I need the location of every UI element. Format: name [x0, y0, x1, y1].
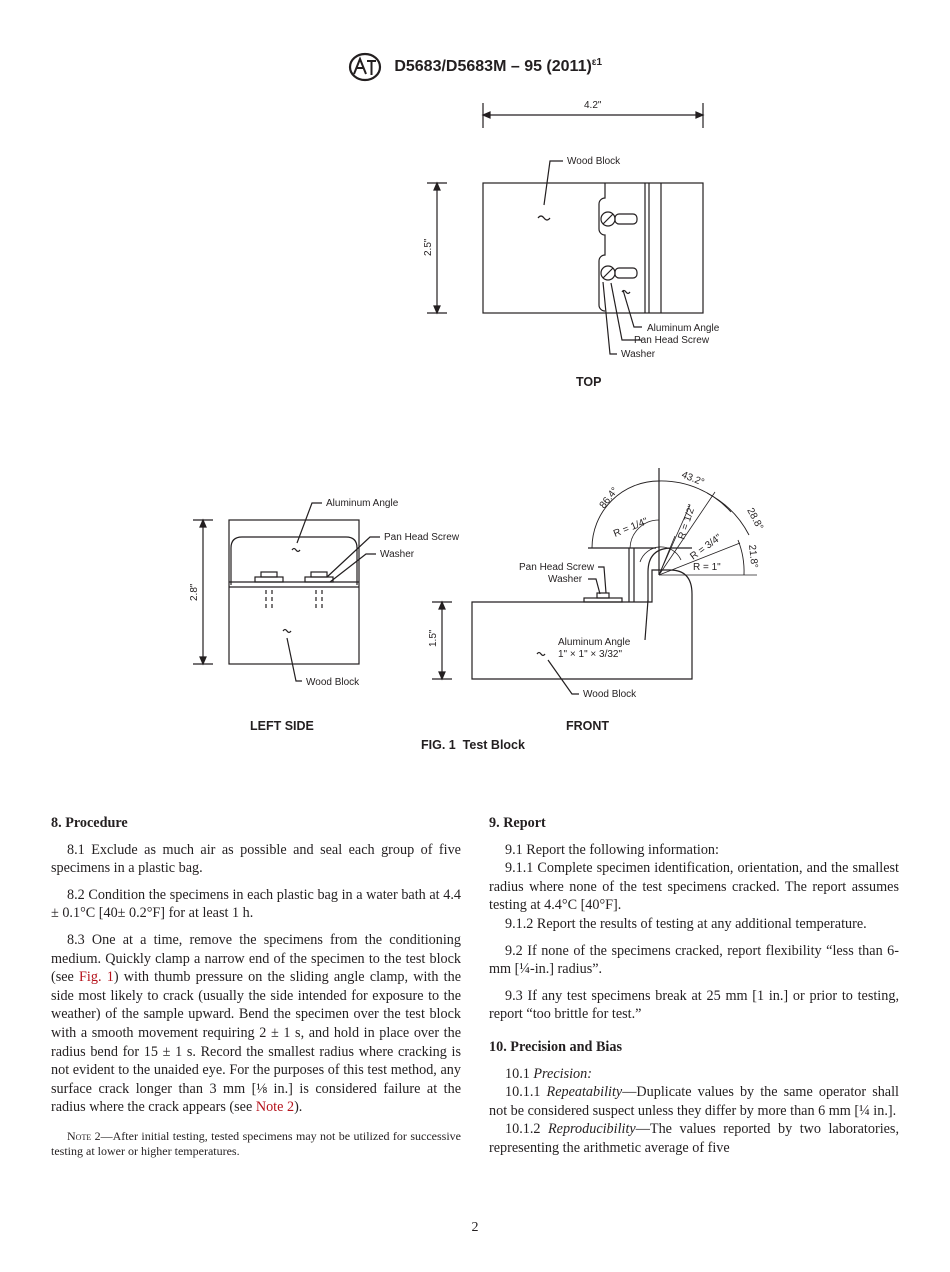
- angle-28-8: 28.8°: [744, 506, 765, 532]
- label-washer-top: Washer: [621, 349, 656, 360]
- angle-86-4: 86.4°: [598, 486, 621, 511]
- figure-caption: FIG. 1 Test Block: [421, 738, 525, 752]
- section-10-title: 10. Precision and Bias: [489, 1038, 622, 1055]
- label-pan-head-screw-front: Pan Head Screw: [519, 562, 595, 573]
- para-8-1: 8.1 Exclude as much air as possible and …: [51, 841, 461, 877]
- label-wood-block-top: Wood Block: [567, 156, 621, 167]
- epsilon-superscript: ε1: [591, 56, 603, 68]
- designation: D5683/D5683M – 95 (2011): [394, 58, 592, 76]
- label-aluminum-angle-front: Aluminum Angle: [558, 637, 631, 648]
- para-8-3-part-b: ) with thumb pressure on the sliding ang…: [51, 969, 461, 1116]
- page-number: 2: [471, 1220, 479, 1235]
- top-height-dim: 2.5": [423, 238, 434, 256]
- angle-21-8: 21.8°: [746, 544, 759, 568]
- para-9-1: 9.1 Report the following information:: [505, 841, 719, 858]
- figure-test-block: 4.2" 2.5" Wood Block Aluminum Angle Pan …: [189, 100, 765, 752]
- para-10-1-2: 10.1.2 Reproducibility—The values report…: [489, 1120, 899, 1157]
- document-header: D5683/D5683M – 95 (2011)ε1: [0, 52, 950, 82]
- para-10-1-1-text: —Duplicate values by the same operator s…: [489, 1084, 899, 1119]
- fig-1-link[interactable]: Fig. 1: [79, 969, 114, 986]
- para-8-3-part-c: ).: [294, 1099, 303, 1116]
- angle-43-2: 43.2°: [680, 470, 706, 489]
- label-pan-head-screw-top: Pan Head Screw: [634, 335, 710, 346]
- note-2: Note 2—After initial testing, tested spe…: [51, 1129, 461, 1159]
- view-title-top: TOP: [576, 375, 601, 389]
- note-text: 2—After initial testing, tested specimen…: [51, 1128, 461, 1158]
- para-9-1-1: 9.1.1 Complete specimen identification, …: [489, 860, 899, 914]
- astm-logo: [348, 52, 381, 82]
- para-10-1-1-em: Repeatability: [546, 1084, 623, 1101]
- para-9-1-2: 9.1.2 Report the results of testing at a…: [505, 915, 867, 932]
- para-10-1: 10.1 Precision:: [489, 1065, 899, 1084]
- right-column: 9. Report 9.1 Report the following infor…: [489, 814, 899, 1158]
- label-pan-head-screw-side: Pan Head Screw: [384, 532, 460, 543]
- note-label: Note: [67, 1128, 92, 1143]
- para-8-3-part-a: 8.3 One at a time, remove the specimens …: [51, 931, 461, 986]
- left-column: 8. Procedure 8.1 Exclude as much air as …: [51, 814, 461, 1159]
- para-10-1-1: 10.1.1 Repeatability—Duplicate values by…: [489, 1083, 899, 1120]
- section-9-title: 9. Report: [489, 815, 546, 831]
- para-10-1-2-num: 10.1.2: [505, 1121, 548, 1138]
- section-8-title: 8. Procedure: [51, 815, 128, 831]
- label-aluminum-angle-side: Aluminum Angle: [326, 498, 399, 509]
- para-8-3: 8.3 One at a time, remove the specimens …: [51, 931, 461, 1117]
- radius-three-quarter: R = 3/4": [688, 532, 724, 562]
- view-title-front: FRONT: [566, 719, 609, 733]
- para-10-1-num: 10.1: [505, 1065, 534, 1082]
- note-2-link[interactable]: Note 2: [255, 1099, 295, 1116]
- label-wood-block-side: Wood Block: [306, 677, 360, 688]
- para-9-2: 9.2 If none of the specimens cracked, re…: [489, 942, 899, 978]
- para-10-1-em: Precision:: [533, 1065, 592, 1082]
- para-10-1-2-text: —The values reported by two laboratories…: [489, 1121, 899, 1156]
- front-height-dim: 1.5": [428, 629, 439, 647]
- para-10-1-2-em: Reproducibility: [547, 1121, 636, 1138]
- label-washer-side: Washer: [380, 549, 415, 560]
- label-washer-front: Washer: [548, 574, 583, 585]
- label-angle-size-front: 1" × 1" × 3/32": [558, 649, 622, 660]
- radius-quarter: R = 1/4": [612, 516, 650, 540]
- side-height-dim: 2.8": [189, 583, 200, 601]
- para-8-2: 8.2 Condition the specimens in each plas…: [51, 886, 461, 922]
- radius-one: R = 1": [693, 562, 721, 573]
- top-width-dim: 4.2": [584, 100, 602, 111]
- label-aluminum-angle-top: Aluminum Angle: [647, 323, 720, 334]
- label-wood-block-front: Wood Block: [583, 689, 637, 700]
- para-9-3: 9.3 If any test specimens break at 25 mm…: [489, 987, 899, 1023]
- view-title-left-side: LEFT SIDE: [250, 719, 314, 733]
- para-10-1-1-num: 10.1.1: [505, 1084, 547, 1101]
